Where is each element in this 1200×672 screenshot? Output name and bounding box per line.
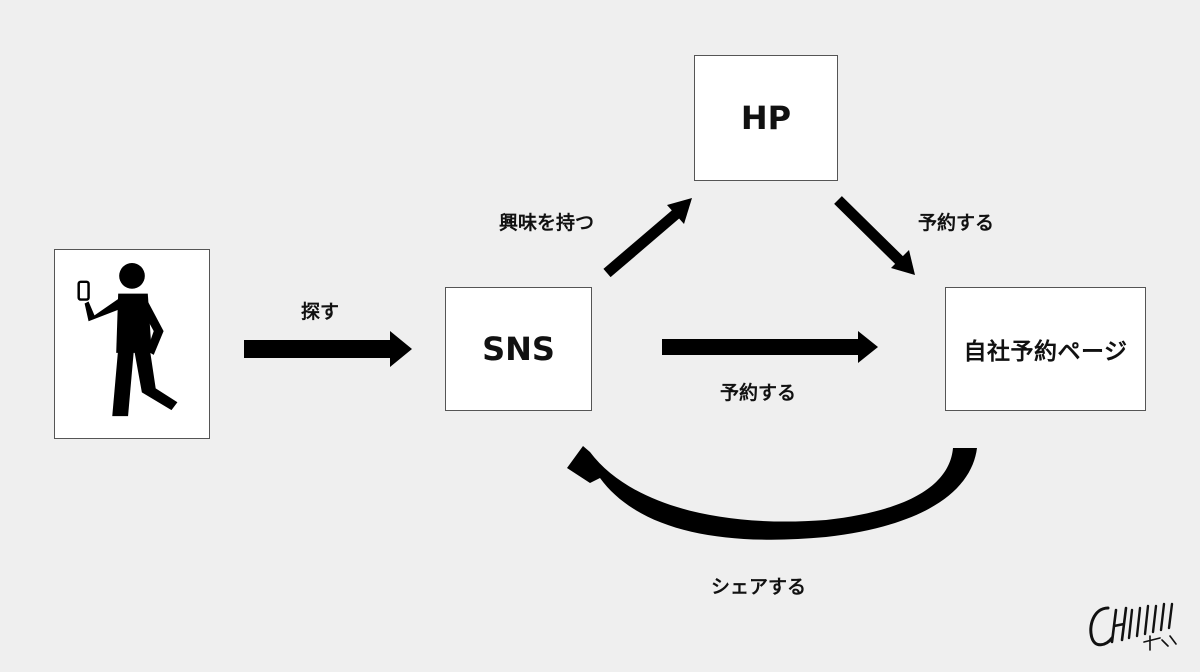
- arrow-interest-shaft: [603, 209, 680, 278]
- arrow-share: [567, 446, 977, 540]
- arrow-search: [244, 331, 412, 367]
- hp-label: HP: [740, 99, 792, 137]
- hp-box: HP: [694, 55, 838, 181]
- edge-label-book-from-hp: 予約する: [918, 212, 995, 234]
- edge-label-book-from-sns: 予約する: [720, 382, 797, 404]
- booking-page-label: 自社予約ページ: [963, 339, 1128, 365]
- sns-box: SNS: [445, 287, 592, 411]
- edge-label-search: 探す: [301, 301, 340, 323]
- chill-logo: [1089, 602, 1177, 651]
- edge-label-interest: 興味を持つ: [499, 212, 595, 234]
- edge-label-share: シェアする: [711, 576, 807, 598]
- person-with-smartphone-icon: [77, 263, 178, 417]
- arrow-interest-head: [667, 198, 692, 224]
- sns-label: SNS: [482, 330, 555, 368]
- arrow-book-from-sns: [662, 331, 878, 363]
- arrow-book-from-hp-shaft: [834, 196, 905, 266]
- arrow-book-from-hp-head: [891, 250, 915, 275]
- person-box: [54, 249, 210, 439]
- booking-page-box: 自社予約ページ: [945, 287, 1146, 411]
